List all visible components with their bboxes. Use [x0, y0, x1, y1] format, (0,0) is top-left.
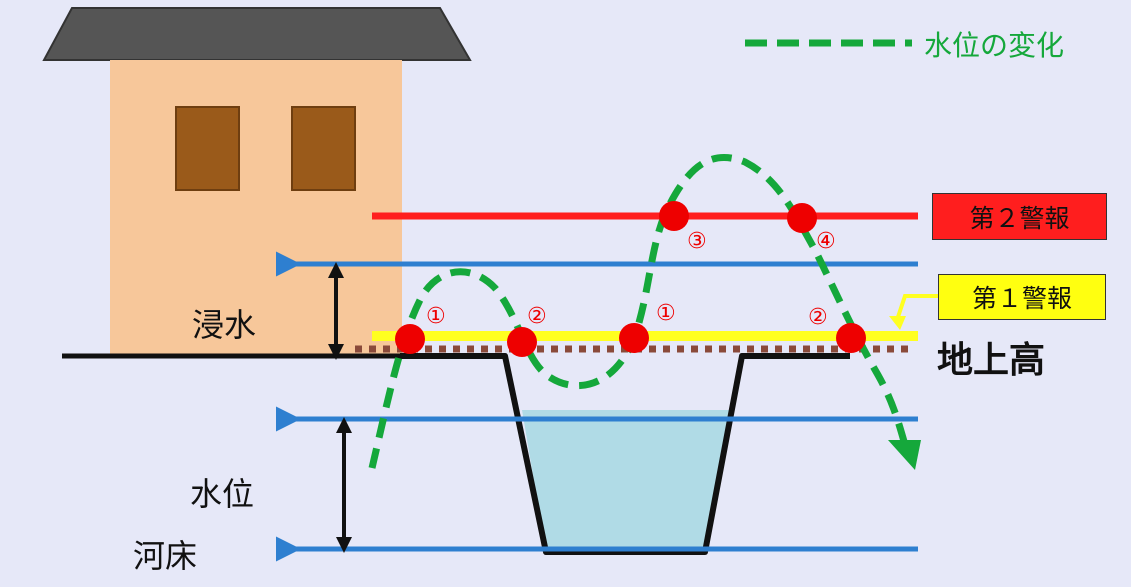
flood-label: 浸水 [192, 306, 256, 344]
river-channel [400, 353, 850, 555]
point-warning2-rise [659, 201, 689, 231]
marker-2a: ② [527, 304, 547, 329]
marker-3: ③ [687, 229, 707, 254]
marker-2b: ② [808, 305, 828, 330]
house-roof [42, 7, 472, 61]
warning2-badge: 第２警報 [932, 193, 1107, 240]
marker-4: ④ [816, 229, 836, 254]
warning1-pointer [895, 294, 938, 321]
river-water [522, 410, 732, 552]
warning1-pointer-tip [889, 316, 906, 330]
house-window-right [291, 106, 356, 191]
point-warning2-fall [787, 203, 817, 233]
legend-label: 水位の変化 [924, 29, 1064, 62]
intersection-points [395, 201, 866, 357]
ground-height-label: 地上高 [937, 340, 1045, 381]
point-warning1-fall-1 [507, 327, 537, 357]
point-warning1-rise-2 [619, 323, 649, 353]
house [42, 7, 472, 356]
water-level-label: 水位 [190, 475, 254, 513]
marker-1b: ① [656, 301, 676, 326]
water-level-curve [368, 154, 909, 469]
water-level-curve-arrowhead [888, 440, 921, 470]
warning1-badge: 第１警報 [938, 274, 1106, 320]
house-window-left [175, 106, 240, 191]
point-warning1-fall-2 [836, 323, 866, 353]
marker-1a: ① [426, 304, 446, 329]
riverbed-label: 河床 [133, 537, 197, 575]
point-warning1-rise-1 [395, 324, 425, 354]
